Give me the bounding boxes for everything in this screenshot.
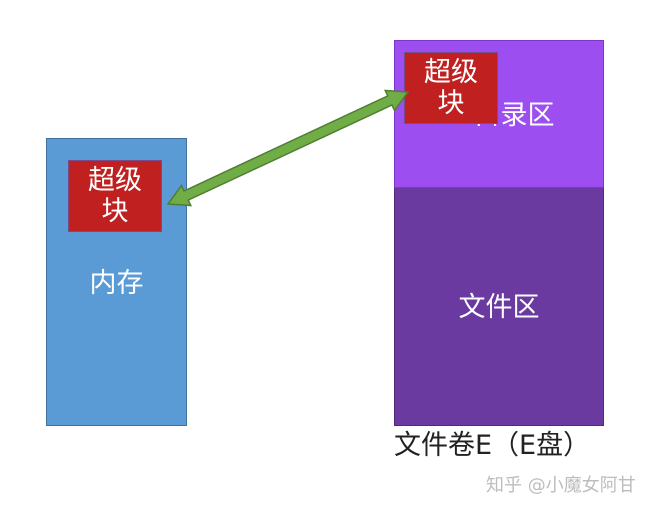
watermark: 知乎 @小魔女阿甘 <box>486 475 636 496</box>
memory-superblock-label-line1: 超级 <box>88 165 142 196</box>
disk-superblock: 超级 块 <box>404 52 498 124</box>
volume-caption: 文件卷E（E盘） <box>394 430 591 461</box>
memory-label: 内存 <box>89 268 144 299</box>
file-area-label: 文件区 <box>458 292 540 323</box>
file-area <box>394 188 604 426</box>
disk-superblock-label-line2: 块 <box>437 88 465 119</box>
double-arrow-icon <box>166 89 410 207</box>
disk-superblock-label-line1: 超级 <box>424 57 478 88</box>
memory-superblock: 超级 块 <box>68 160 162 232</box>
memory-superblock-label-line2: 块 <box>101 196 129 227</box>
